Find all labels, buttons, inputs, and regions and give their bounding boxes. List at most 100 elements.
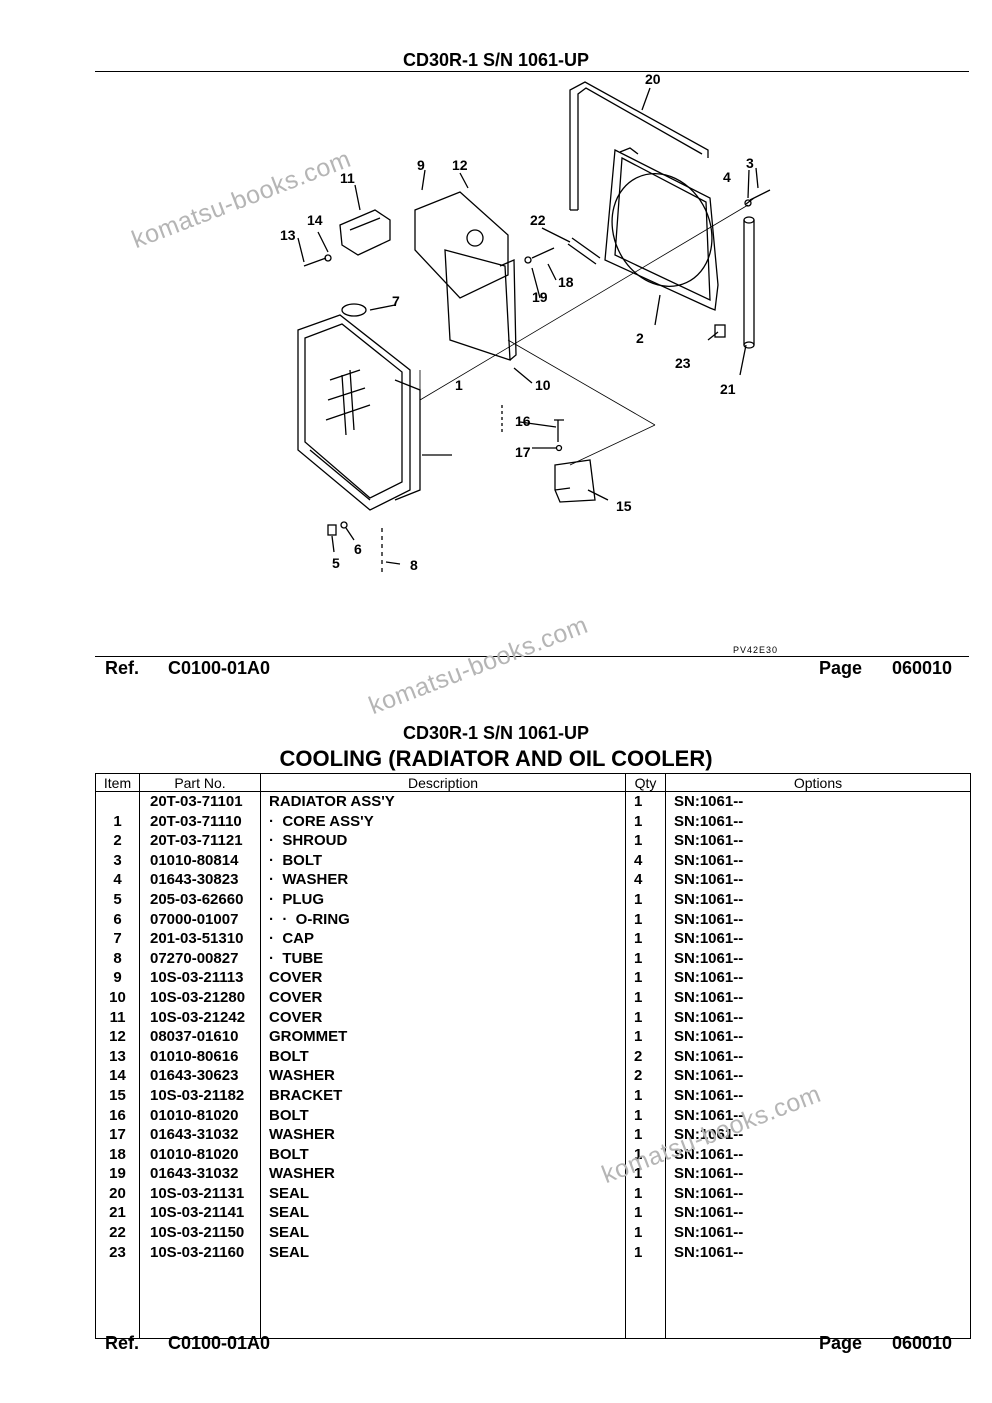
bottom-ref-label: Ref.: [105, 1333, 140, 1353]
shroud-drawing: [604, 147, 719, 311]
description-cell: SEAL: [260, 1183, 626, 1204]
qty-cell: 1: [625, 929, 666, 949]
item-cell: [95, 791, 140, 812]
part-no-cell: 10S-03-21131: [139, 1183, 261, 1204]
qty-cell: 1: [625, 1223, 666, 1243]
description-cell: · WASHER: [260, 870, 626, 890]
qty-cell: 1: [625, 1144, 666, 1165]
description-cell: GROMMET: [260, 1027, 626, 1047]
part-no-cell: 01010-81020: [139, 1105, 261, 1126]
table-filler-row: [95, 1262, 971, 1340]
cover-11-drawing: [339, 209, 391, 256]
qty-cell: 1: [625, 948, 666, 969]
item-cell: 6: [95, 909, 140, 930]
callout-19: 19: [532, 289, 548, 305]
top-page-label: Page: [819, 658, 863, 678]
item-cell: 2: [95, 831, 140, 851]
options-cell: SN:1061--: [665, 948, 971, 969]
bottom-ref-code: C0100-01A0: [168, 1333, 271, 1353]
options-cell: SN:1061--: [665, 1066, 971, 1086]
item-cell: 16: [95, 1105, 140, 1126]
qty-cell: 2: [625, 1066, 666, 1086]
part-no-cell: 07000-01007: [139, 909, 261, 930]
part-no-cell: 07270-00827: [139, 948, 261, 969]
qty-cell: 4: [625, 870, 666, 890]
callout-3: 3: [746, 155, 754, 171]
item-cell: 19: [95, 1164, 140, 1184]
col-header-description: Description: [260, 773, 626, 792]
section-title: COOLING (RADIATOR AND OIL COOLER): [279, 746, 713, 771]
options-cell: SN:1061--: [665, 850, 971, 871]
qty-cell: 2: [625, 1046, 666, 1067]
options-cell: SN:1061--: [665, 1046, 971, 1067]
options-cell: SN:1061--: [665, 1144, 971, 1165]
qty-cell: 1: [625, 1027, 666, 1047]
exploded-parts-diagram: 1 2 3 4 5 6 7 8 9 10 11 12 13 14 15 16 1…: [280, 71, 778, 655]
callout-9: 9: [417, 157, 425, 173]
description-cell: SEAL: [260, 1203, 626, 1224]
options-cell: SN:1061--: [665, 987, 971, 1008]
diagram-code: PV42E30: [733, 645, 778, 655]
part-no-cell: 10S-03-21113: [139, 968, 261, 988]
callout-5: 5: [332, 555, 340, 571]
description-cell: SEAL: [260, 1242, 626, 1263]
description-cell: · CORE ASS'Y: [260, 811, 626, 832]
seal-23-drawing: [714, 324, 726, 338]
callout-1: 1: [455, 377, 463, 393]
description-cell: COVER: [260, 987, 626, 1008]
empty-cell: [139, 1262, 261, 1340]
part-no-cell: 20T-03-71110: [139, 811, 261, 832]
qty-cell: 1: [625, 811, 666, 832]
description-cell: COVER: [260, 1007, 626, 1028]
qty-cell: 1: [625, 1007, 666, 1028]
part-no-cell: 01010-80814: [139, 850, 261, 871]
empty-cell: [665, 1262, 971, 1340]
callout-10: 10: [535, 377, 551, 393]
options-cell: SN:1061--: [665, 1223, 971, 1243]
top-ref-label: Ref.: [105, 658, 140, 678]
qty-cell: 1: [625, 1183, 666, 1204]
options-cell: SN:1061--: [665, 1027, 971, 1047]
callout-14: 14: [307, 212, 323, 228]
bottom-page-number: 060010: [892, 1333, 953, 1353]
part-no-cell: 01643-31032: [139, 1125, 261, 1145]
callout-20: 20: [645, 71, 661, 87]
callout-18: 18: [558, 274, 574, 290]
item-cell: 11: [95, 1007, 140, 1028]
callout-21: 21: [720, 381, 736, 397]
item-cell: 1: [95, 811, 140, 832]
top-header-rule: [95, 71, 969, 72]
options-cell: SN:1061--: [665, 870, 971, 890]
part-no-cell: 10S-03-21141: [139, 1203, 261, 1224]
item-cell: 21: [95, 1203, 140, 1224]
bolt-3-drawing: [745, 189, 771, 205]
item-cell: 9: [95, 968, 140, 988]
options-cell: SN:1061--: [665, 1125, 971, 1145]
cover-9-drawing: [414, 191, 509, 299]
item-cell: 3: [95, 850, 140, 871]
callout-15: 15: [616, 498, 632, 514]
item-cell: 20: [95, 1183, 140, 1204]
part-no-cell: 10S-03-21280: [139, 987, 261, 1008]
callout-4: 4: [723, 169, 731, 185]
col-header-qty: Qty: [625, 773, 666, 792]
description-cell: WASHER: [260, 1164, 626, 1184]
options-cell: SN:1061--: [665, 1183, 971, 1204]
radiator-core-drawing: [297, 314, 421, 511]
options-cell: SN:1061--: [665, 831, 971, 851]
seal-22-drawing: [567, 237, 601, 265]
options-cell: SN:1061--: [665, 1085, 971, 1106]
qty-cell: 1: [625, 1085, 666, 1106]
options-cell: SN:1061--: [665, 909, 971, 930]
bolt-18-drawing: [531, 247, 555, 259]
top-model-title: CD30R-1 S/N 1061-UP: [402, 50, 590, 70]
